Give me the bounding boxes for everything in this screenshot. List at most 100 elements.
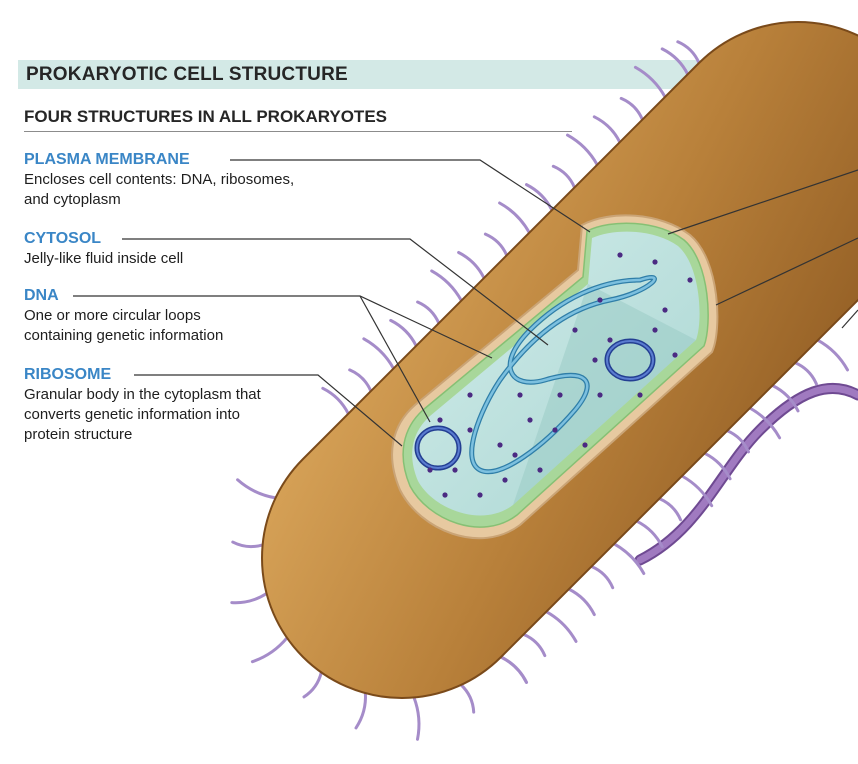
label-name: PLASMA MEMBRANE [24,151,190,168]
ribosome-dot [427,467,433,473]
pilus [321,386,350,416]
pilus [231,540,265,549]
pilus [348,368,373,393]
label-name: RIBOSOME [24,366,112,383]
label-plasma-membrane: PLASMA MEMBRANE Encloses cell contents: … [24,150,294,210]
dna-strand [470,276,656,473]
leader-line-right [715,237,858,306]
ribosome-dot [582,442,588,448]
ribosome-dot [527,417,533,423]
pilus [676,40,701,65]
pilus [619,96,644,122]
ribosome-dot [512,452,518,458]
pilus [230,592,269,605]
pilus [522,632,547,658]
label-cytosol: CYTOSOL Jelly-like fluid inside cell [24,229,183,269]
ribosome-dot [607,337,613,343]
ribosome-dot [652,327,658,333]
ribosome-dot [552,427,558,433]
plasmid [416,427,460,469]
pilus [389,318,418,348]
pilus [567,587,596,617]
leader-line-right [841,309,858,329]
ribosome-dot [467,392,473,398]
pilus [725,429,750,454]
pilus [236,478,278,500]
leader-line-cytosol [122,238,549,346]
plasmid [606,340,654,380]
ribosome-dot [537,467,543,473]
pilus [412,696,421,741]
pilus [703,451,732,481]
ribosome-dot [617,252,623,258]
leader-line-dna [359,295,431,423]
subtitle-divider [24,131,572,132]
label-desc-line: converts genetic information into [24,406,240,423]
pilus [633,65,667,99]
pilus [498,201,531,235]
pilus [457,251,486,280]
ribosome-dot [557,392,563,398]
pilus [592,115,622,144]
pilus [525,183,554,212]
ribosome-dot [637,392,643,398]
pilus [680,474,714,508]
pilus [459,683,476,714]
label-desc-line: and cytoplasm [24,191,121,208]
ribosome-dot [687,277,693,283]
pilus [590,565,615,590]
leader-line-ribosome [134,374,403,447]
ribosome-dot [517,392,523,398]
pilus [793,361,818,386]
label-desc-line: Granular body in the cytoplasm that [24,386,261,403]
pili [230,40,849,741]
label-desc-line: protein structure [24,426,133,443]
pilus [635,519,664,549]
ribosome-dot [467,427,473,433]
ribosome-dot [452,467,458,473]
pilus [362,337,395,370]
leader-lines [73,159,858,447]
ribosome-dot [597,297,603,303]
flagellum [636,384,858,564]
leader-line-right [667,169,858,235]
pilus [612,542,646,575]
ribosome-dot [597,392,603,398]
page-title: PROKARYOTIC CELL STRUCTURE [26,64,348,85]
pilus [416,300,441,325]
ribosome-dot [497,442,503,448]
ribosome-dot [437,417,443,423]
pilus [499,655,528,684]
ribosome-dot [477,492,483,498]
cutaway-shadow [513,284,696,505]
label-ribosome: RIBOSOME Granular body in the cytoplasm … [24,365,261,445]
label-desc-line: containing genetic information [24,327,224,344]
pilus [302,670,323,699]
label-desc-line: One or more circular loops [24,307,201,324]
pilus [566,133,599,167]
pilus [657,497,683,522]
ribosome-dot [502,477,508,483]
pilus [551,164,576,189]
pilus [660,47,690,76]
ribosome-dot [592,357,598,363]
leader-line-plasma-membrane [230,159,591,233]
pilus [748,406,782,440]
label-desc-line: Encloses cell contents: DNA, ribosomes, [24,171,295,188]
label-desc-line: Jelly-like fluid inside cell [24,250,184,267]
pilus [544,610,578,643]
ribosome-dot [652,259,658,265]
pilus [430,269,463,303]
pilus [250,636,289,664]
cytosol [412,231,700,516]
subtitle: FOUR STRUCTURES IN ALL PROKARYOTES [24,107,387,126]
ribosome-dot [672,352,678,358]
ribosome-dot [662,307,668,313]
label-name: CYTOSOL [24,230,102,247]
pilus [354,691,367,730]
pilus [483,232,509,257]
ribosomes [427,252,693,498]
ribosome-dot [572,327,578,333]
ribosome-dot [442,492,448,498]
